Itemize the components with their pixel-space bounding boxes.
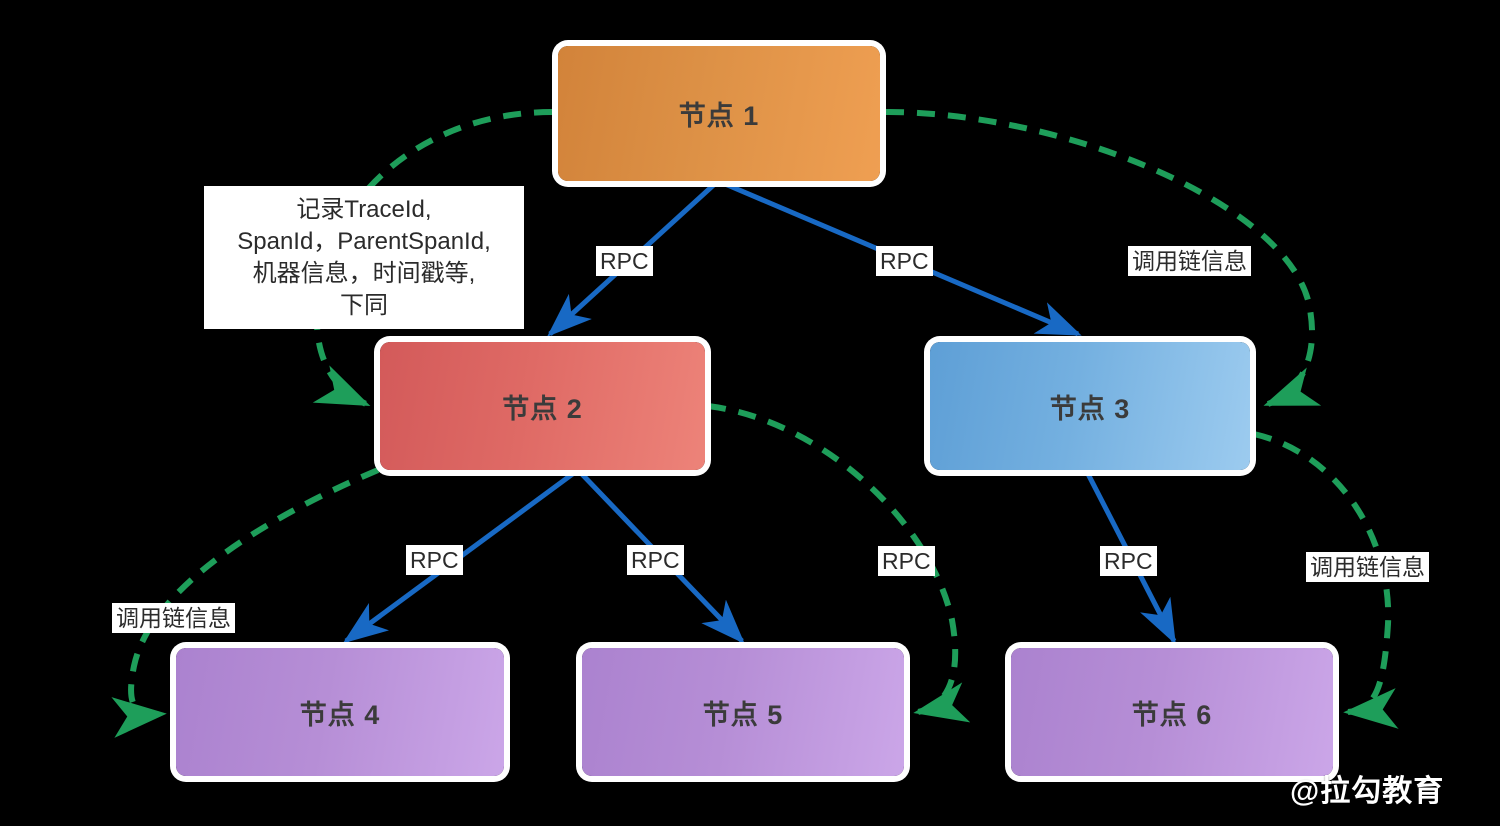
rpc-label-node1-node2: RPC bbox=[596, 246, 653, 277]
rpc-label-node2-node4: RPC bbox=[406, 545, 463, 576]
trace-label-node1-node3: 调用链信息 bbox=[1128, 246, 1251, 277]
node-2-label: 节点 2 bbox=[502, 393, 583, 424]
node-2[interactable]: 节点 2 bbox=[380, 342, 705, 470]
node-5-label: 节点 5 bbox=[702, 699, 784, 730]
trace-label-node3-node6: 调用链信息 bbox=[1306, 552, 1429, 583]
trace-label-node2-node4: 调用链信息 bbox=[112, 603, 235, 634]
trace-edge-node1-node3 bbox=[885, 109, 1322, 407]
rpc-label-node2-node5: RPC bbox=[627, 545, 684, 576]
rpc-label-node1-node3: RPC bbox=[876, 246, 933, 277]
watermark: @拉勾教育 bbox=[1290, 775, 1445, 808]
node-3[interactable]: 节点 3 bbox=[930, 342, 1250, 470]
node-3-label: 节点 3 bbox=[1049, 393, 1131, 424]
node-6[interactable]: 节点 6 bbox=[1011, 648, 1333, 776]
node-5[interactable]: 节点 5 bbox=[582, 648, 904, 776]
node-4-label: 节点 4 bbox=[299, 699, 381, 730]
node-1[interactable]: 节点 1 bbox=[558, 46, 880, 181]
rpc-label-node2-node5-trace: RPC bbox=[878, 546, 935, 577]
rpc-label-node3-node6: RPC bbox=[1100, 546, 1157, 577]
node-4[interactable]: 节点 4 bbox=[176, 648, 504, 776]
trace-edge-node3-node6 bbox=[1253, 431, 1399, 729]
node-6-label: 节点 6 bbox=[1131, 699, 1213, 730]
node-1-label: 节点 1 bbox=[678, 101, 760, 131]
trace-fields-note: 记录TraceId, SpanId，ParentSpanId, 机器信息，时间戳… bbox=[204, 186, 524, 329]
